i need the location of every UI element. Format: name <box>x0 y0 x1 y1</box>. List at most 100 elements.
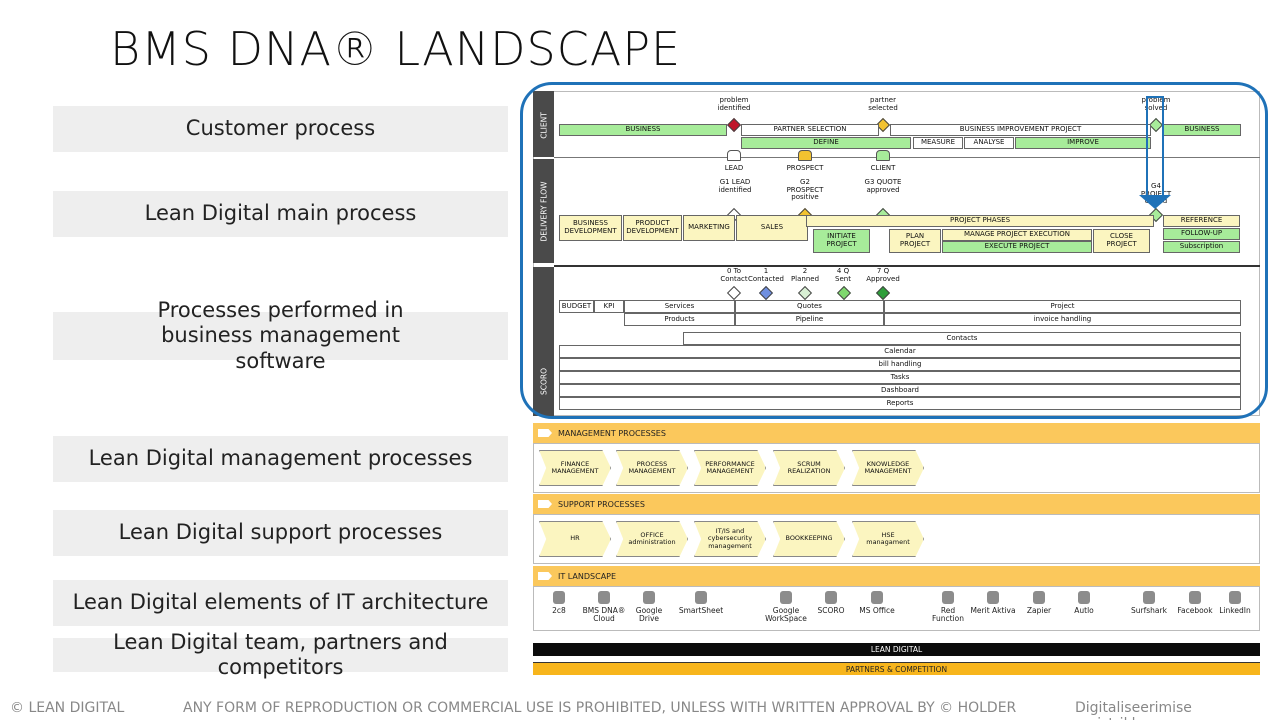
it-item-autlo: Autlo <box>1060 591 1108 615</box>
management-item-finance: FINANCE MANAGEMENT <box>539 450 611 486</box>
it-frame <box>533 586 1260 631</box>
g4-arrow-head <box>1139 195 1171 209</box>
support-processes-header: SUPPORT PROCESSES <box>533 494 1260 514</box>
scoro-divider <box>554 265 1260 267</box>
product-development: PRODUCT DEVELOPMENT <box>623 215 682 241</box>
it-item-linkedin: LinkedIn <box>1211 591 1259 615</box>
partners-competition-bar: PARTNERS & COMPETITION <box>533 662 1260 675</box>
client-person-icon <box>876 150 890 161</box>
subscription: Subscription <box>1163 241 1240 253</box>
it-item-facebook: Facebook <box>1171 591 1219 615</box>
it-item-label: SmartSheet <box>678 606 724 615</box>
it-item-label: Google WorkSpace <box>765 606 807 624</box>
project-phases: PROJECT PHASES <box>806 215 1154 227</box>
quotes-module: Quotes <box>735 300 884 313</box>
it-item-2c8: 2c8 <box>535 591 583 615</box>
database-icon <box>1078 591 1090 604</box>
contacts-module: Contacts <box>683 332 1241 345</box>
database-icon <box>871 591 883 604</box>
database-icon <box>780 591 792 604</box>
stage2-label: 2 Planned <box>790 267 820 283</box>
client-business-left: BUSINESS <box>559 124 727 136</box>
scoro-band: SCORO <box>533 267 554 416</box>
it-item-label: Autlo <box>1074 606 1094 615</box>
it-item-zapier: Zapier <box>1015 591 1063 615</box>
it-item-red-function: Red Function <box>924 591 972 624</box>
partner-selection: PARTNER SELECTION <box>741 124 879 136</box>
database-icon <box>987 591 999 604</box>
support-item-it: IT/IS and cybersecurity management <box>694 521 766 557</box>
it-item-smartsheet: SmartSheet <box>677 591 725 615</box>
it-item-google-workspace: Google WorkSpace <box>762 591 810 624</box>
it-item-bms-cloud: BMS DNA® Cloud <box>580 591 628 624</box>
lead-person-icon <box>727 150 741 161</box>
delivery-band: DELIVERY FLOW <box>533 159 554 263</box>
project-module: Project <box>884 300 1241 313</box>
stage0-label: 0 To Contact <box>720 267 748 283</box>
lead-label: LEAD <box>724 164 744 172</box>
prospect-label: PROSPECT <box>786 164 824 172</box>
bill-handling-module: bill handling <box>559 358 1241 371</box>
follow-up: FOLLOW-UP <box>1163 228 1240 240</box>
initiate-project: INITIATE PROJECT <box>813 229 870 253</box>
database-icon <box>1143 591 1155 604</box>
process-highlight-outline <box>520 82 1268 419</box>
it-item-label: Merit Aktiva <box>970 606 1016 615</box>
database-icon <box>1189 591 1201 604</box>
label-it-architecture: Lean Digital elements of IT architecture <box>53 580 508 626</box>
it-item-label: Facebook <box>1177 606 1213 615</box>
g1-label: G1 LEAD identified <box>718 178 752 194</box>
client-label: CLIENT <box>870 164 896 172</box>
calendar-module: Calendar <box>559 345 1241 358</box>
it-item-label: Google Drive <box>635 606 663 624</box>
business-improvement-project: BUSINESS IMPROVEMENT PROJECT <box>890 124 1151 136</box>
support-item-hr: HR <box>539 521 611 557</box>
close-project: CLOSE PROJECT <box>1093 229 1150 253</box>
management-item-process: PROCESS MANAGEMENT <box>616 450 688 486</box>
stage4-label: 4 Q Sent <box>835 267 851 283</box>
stage7-label: 7 Q Approved <box>866 267 900 283</box>
business-development: BUSINESS DEVELOPMENT <box>559 215 622 241</box>
milestone-problem-label: problem identified <box>717 96 751 112</box>
plan-project: PLAN PROJECT <box>889 229 941 253</box>
pipeline-module: Pipeline <box>735 313 884 326</box>
label-management-processes: Lean Digital management processes <box>53 436 508 482</box>
reference: REFERENCE <box>1163 215 1240 227</box>
it-item-google-drive: Google Drive <box>625 591 673 624</box>
g3-label: G3 QUOTE approved <box>864 178 902 194</box>
services-module: Services <box>624 300 735 313</box>
support-item-office: OFFICE administration <box>616 521 688 557</box>
analyse-phase: ANALYSE <box>964 137 1014 149</box>
kpi-module: KPI <box>594 300 624 313</box>
reports-module: Reports <box>559 397 1241 410</box>
tasks-module: Tasks <box>559 371 1241 384</box>
g4-arrow-shaft <box>1146 96 1164 196</box>
it-item-label: SCORO <box>817 606 845 615</box>
footer-course: Digitaliseerimise meistriklass <box>1075 700 1192 720</box>
database-icon <box>695 591 707 604</box>
label-team-partners: Lean Digital team, partners and competit… <box>53 630 508 679</box>
manage-project-execution: MANAGE PROJECT EXECUTION <box>942 229 1092 241</box>
lean-digital-bar: LEAN DIGITAL <box>533 643 1260 656</box>
execute-project: EXECUTE PROJECT <box>942 241 1092 253</box>
sales: SALES <box>736 215 808 241</box>
it-item-label: Zapier <box>1026 606 1052 615</box>
support-item-bookkeeping: BOOKKEEPING <box>773 521 845 557</box>
label-support-processes: Lean Digital support processes <box>53 510 508 556</box>
invoice-module: invoice handling <box>884 313 1241 326</box>
prospect-person-icon <box>798 150 812 161</box>
it-item-label: MS Office <box>859 606 895 615</box>
milestone-partner-label: partner selected <box>868 96 898 112</box>
define-phase: DEFINE <box>741 137 911 149</box>
stage1-label: 1 Contacted <box>748 267 784 283</box>
it-item-label: 2c8 <box>552 606 566 615</box>
database-icon <box>598 591 610 604</box>
footer-copyright: © LEAN DIGITAL <box>10 700 125 716</box>
management-processes-header: MANAGEMENT PROCESSES <box>533 423 1260 443</box>
management-item-scrum: SCRUM REALIZATION <box>773 450 845 486</box>
gear-icon <box>1033 591 1045 604</box>
management-item-knowledge: KNOWLEDGE MANAGEMENT <box>852 450 924 486</box>
management-item-performance: PERFORMANCE MANAGEMENT <box>694 450 766 486</box>
it-item-label: BMS DNA® Cloud <box>582 606 626 624</box>
marketing: MARKETING <box>683 215 735 241</box>
